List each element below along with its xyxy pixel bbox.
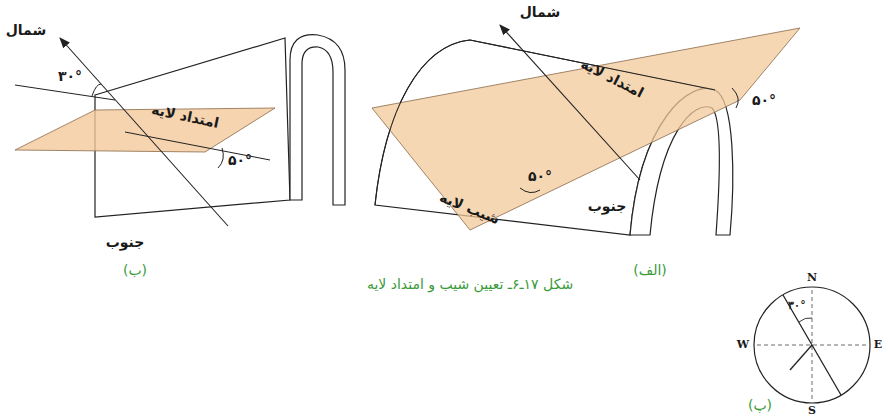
direction-label: شمال: [520, 4, 561, 21]
compass-letter: E: [874, 338, 882, 351]
direction-label: جنوب: [106, 234, 145, 251]
compass-letter: S: [808, 404, 816, 417]
angle-label: ۵۰°: [528, 168, 552, 185]
angle-label: ۳۰°: [788, 299, 806, 312]
figure-caption: شکل ۱۷ـ۶ـ تعیین شیب و امتداد لایه: [367, 276, 573, 293]
figure-letter: (الف): [633, 262, 667, 279]
figure-letter: (پ): [748, 397, 772, 414]
figure-letter: (ب): [123, 262, 147, 279]
compass-letter: N: [807, 271, 817, 284]
direction-label: شمال: [6, 22, 47, 39]
angle-label: ۳۰°: [58, 68, 82, 85]
direction-label: جنوب: [588, 198, 627, 215]
angle-label: ۵۰°: [228, 152, 252, 169]
compass-letter: W: [737, 338, 749, 351]
angle-label: ۵۰°: [752, 92, 776, 109]
